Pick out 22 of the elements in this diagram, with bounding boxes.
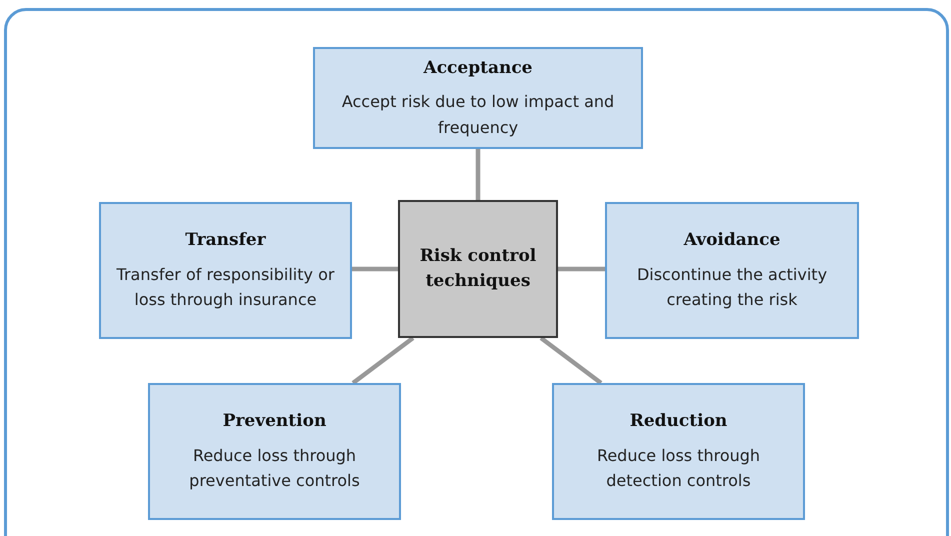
- box-heading: Prevention: [222, 410, 326, 434]
- box-description: Accept risk due to low impact and frequency: [340, 91, 616, 139]
- technique-box: [148, 383, 401, 520]
- box-heading: Transfer: [185, 229, 266, 252]
- technique-box: [99, 202, 352, 339]
- technique-box: [552, 383, 805, 520]
- connector-line: [540, 336, 602, 385]
- connector-line: [352, 336, 414, 385]
- technique-box: [605, 202, 859, 339]
- box-description: Reduce loss through preventative controls: [188, 444, 361, 492]
- box-heading: Risk control techniques: [418, 244, 538, 293]
- box-heading: Reduction: [630, 410, 728, 434]
- connector-line: [476, 149, 480, 200]
- box-description: Discontinue the activity creating the risk: [636, 264, 828, 312]
- box-description: Transfer of responsibility or loss through insurance: [116, 264, 336, 312]
- technique-box: [313, 47, 643, 149]
- connector-line: [558, 266, 605, 272]
- connector-line: [352, 266, 398, 272]
- box-heading: Avoidance: [684, 229, 780, 252]
- central-box: [398, 200, 558, 338]
- box-description: Reduce loss through detection controls: [596, 444, 762, 492]
- box-heading: Acceptance: [424, 56, 532, 80]
